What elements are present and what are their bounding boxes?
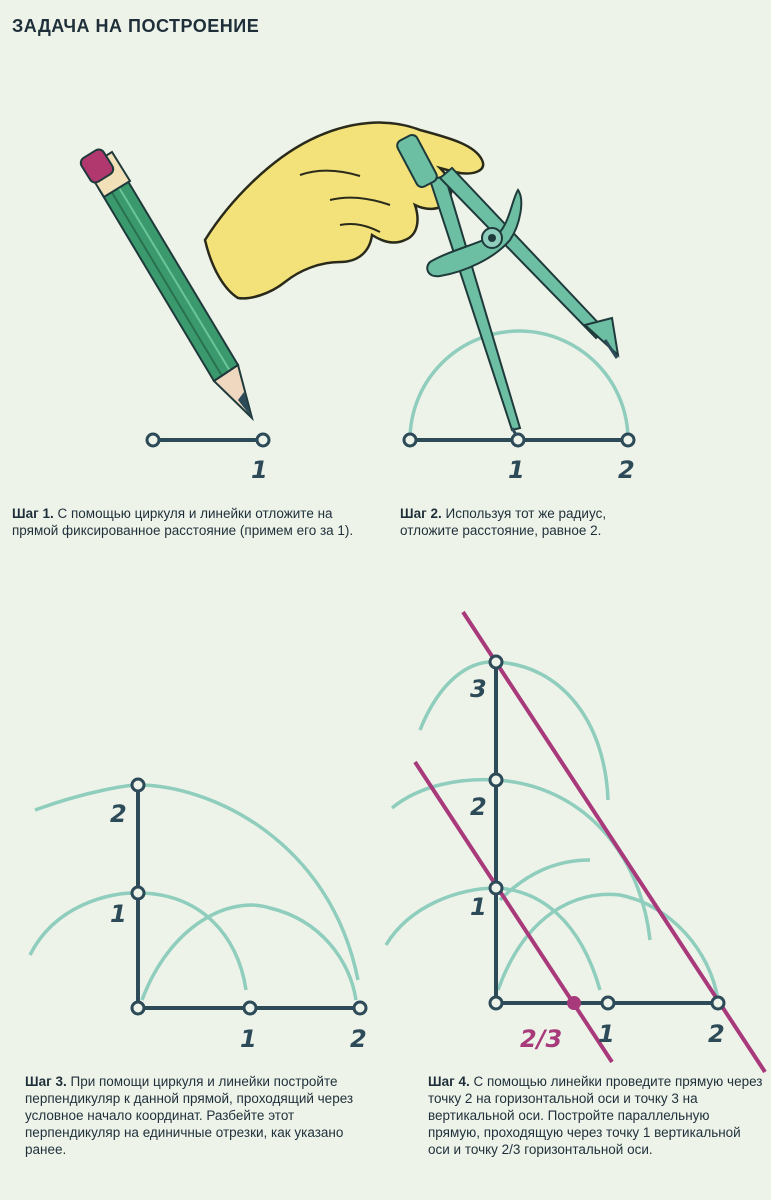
step1-label-1: 1 xyxy=(251,456,268,484)
step2-caption-text: Используя тот же радиус, отложите рассто… xyxy=(400,506,607,538)
step2-caption-label: Шаг 2. xyxy=(400,506,442,521)
step4-label-1-vertical: 1 xyxy=(470,893,487,921)
page-title: ЗАДАЧА НА ПОСТРОЕНИЕ xyxy=(12,16,260,36)
pencil-icon xyxy=(79,148,254,422)
step3-caption: Шаг 3. При помощи циркуля и линейки пост… xyxy=(25,1073,380,1158)
step1-caption-label: Шаг 1. xyxy=(12,506,54,521)
step4-label-two-thirds: 2/3 xyxy=(520,1025,562,1053)
compass-icon xyxy=(396,133,620,439)
step3-label-2-horizontal: 2 xyxy=(350,1025,367,1053)
step2-caption: Шаг 2. Используя тот же радиус, отложите… xyxy=(400,505,650,539)
step4-caption: Шаг 4. С помощью линейки проведите пряму… xyxy=(428,1073,763,1158)
step2-label-1: 1 xyxy=(508,456,525,484)
step3-caption-label: Шаг 3. xyxy=(25,1074,67,1089)
step1-figure: 1 xyxy=(79,148,271,484)
step3-label-1-horizontal: 1 xyxy=(240,1025,257,1053)
step4-label-3-vertical: 3 xyxy=(470,675,487,703)
step4-label-2-horizontal: 2 xyxy=(708,1020,725,1048)
step3-figure: 2 1 1 2 xyxy=(28,777,368,1053)
step4-figure: 3 2 1 1 2 2/3 xyxy=(384,610,767,1074)
parallel-line-through-1-and-two-thirds xyxy=(413,760,614,1064)
step1-caption: Шаг 1. С помощью циркуля и линейки отлож… xyxy=(12,505,367,539)
step4-caption-text: С помощью линейки проведите прямую через… xyxy=(428,1074,763,1157)
step4-label-1-horizontal: 1 xyxy=(598,1020,615,1048)
step3-caption-text: При помощи циркуля и линейки постройте п… xyxy=(25,1074,354,1157)
step4-caption-label: Шаг 4. xyxy=(428,1074,470,1089)
step4-label-2-vertical: 2 xyxy=(470,793,487,821)
step3-label-2-vertical: 2 xyxy=(110,800,127,828)
step2-figure: 1 2 xyxy=(203,121,636,484)
step2-label-2: 2 xyxy=(618,456,635,484)
step3-label-1-vertical: 1 xyxy=(110,900,127,928)
line-through-2-and-3 xyxy=(461,610,767,1074)
step1-caption-text: С помощью циркуля и линейки отложите на … xyxy=(12,506,354,538)
